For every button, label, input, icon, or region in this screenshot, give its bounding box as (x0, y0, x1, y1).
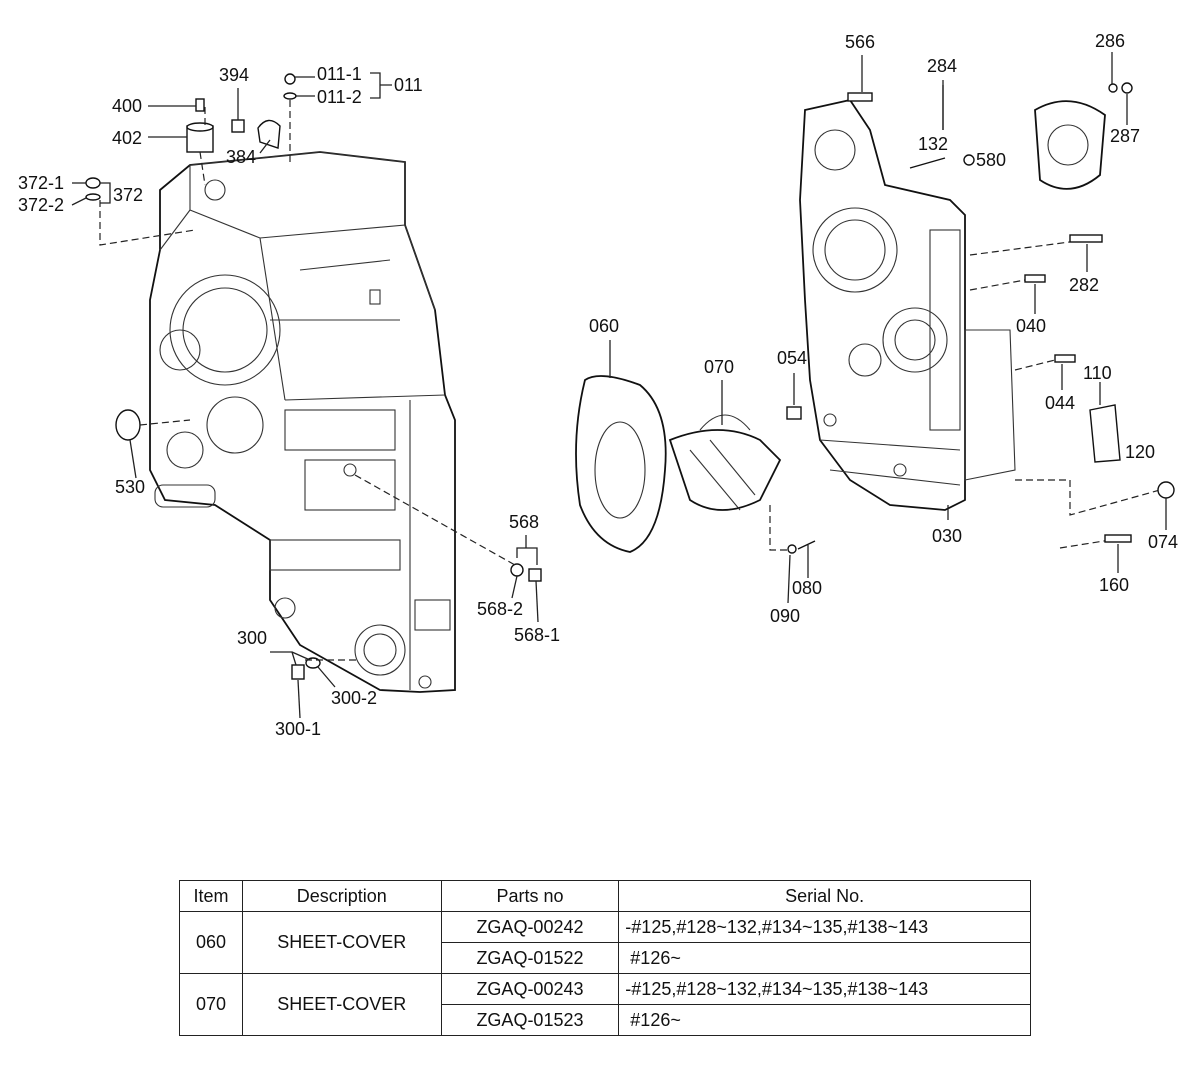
table-row: ZGAQ-01523 #126~ (180, 1004, 1031, 1036)
pump-assembly (1034, 100, 1106, 190)
callout-labels: 566 284 286 287 132 580 282 040 044 110 … (18, 31, 1178, 739)
part-no-cell: ZGAQ-00243 (440, 973, 620, 1005)
callout-372: 372 (113, 185, 143, 205)
serial-cell: -#125,#128~132,#134~135,#138~143 (618, 973, 1031, 1005)
callout-394: 394 (219, 65, 249, 85)
callout-011-1: 011-1 (317, 64, 362, 84)
callout-284: 284 (927, 56, 957, 76)
callout-011-2: 011-2 (317, 87, 362, 107)
description-cell: SHEET-COVER (241, 973, 442, 1036)
exploded-parts-diagram: 566 284 286 287 132 580 282 040 044 110 … (18, 31, 1178, 739)
callout-300-2: 300-2 (331, 688, 377, 708)
gasket-110 (1089, 404, 1121, 463)
transmission-cover-030 (799, 98, 1161, 549)
callout-568: 568 (509, 512, 539, 532)
plug-074 (1157, 481, 1175, 499)
callout-400: 400 (112, 96, 142, 116)
item-cell: 060 (179, 911, 243, 974)
plug-011-1 (284, 73, 296, 85)
callout-060: 060 (589, 316, 619, 336)
callout-040: 040 (1016, 316, 1046, 336)
washer-011-2 (283, 92, 297, 100)
callout-160: 160 (1099, 575, 1129, 595)
plug-580 (963, 154, 975, 166)
bolt-160 (1104, 534, 1132, 543)
bushing-054 (786, 406, 802, 420)
table-row: 060 SHEET-COVER ZGAQ-00242 -#125,#128~13… (179, 911, 1031, 974)
callout-282: 282 (1069, 275, 1099, 295)
table-row: ZGAQ-01522 #126~ (180, 942, 1031, 974)
header-parts-no: Parts no (440, 880, 620, 912)
bolt-132 (909, 157, 946, 169)
bolt-040 (1024, 274, 1046, 283)
callout-054: 054 (777, 348, 807, 368)
serial-cell: #126~ (618, 1004, 1031, 1036)
callout-090: 090 (770, 606, 800, 626)
pin-400 (195, 98, 205, 112)
washer-090 (787, 544, 797, 554)
table-header-row: Item Description Parts no Serial No. (179, 880, 1031, 912)
description-cell: SHEET-COVER (241, 911, 442, 974)
header-description: Description (241, 880, 442, 912)
part-no-cell: ZGAQ-00242 (440, 911, 620, 943)
callout-120: 120 (1125, 442, 1155, 462)
right-small-parts (847, 52, 1175, 573)
callout-132: 132 (918, 134, 948, 154)
bracket-384 (257, 119, 281, 149)
middle-parts (575, 340, 816, 604)
left-leader-lines (71, 72, 539, 719)
bolt-080 (797, 540, 816, 550)
callout-300-1: 300-1 (275, 719, 321, 739)
sheet-cover-060 (575, 375, 667, 553)
callout-286: 286 (1095, 31, 1125, 51)
callout-530: 530 (115, 477, 145, 497)
serial-cell: #126~ (618, 942, 1031, 974)
bolt-044 (1054, 354, 1076, 363)
callout-110: 110 (1083, 363, 1112, 383)
pin-566 (847, 92, 873, 102)
washer-568-2 (510, 563, 524, 577)
header-serial-no: Serial No. (618, 880, 1031, 912)
callout-044: 044 (1045, 393, 1075, 413)
plug-394 (231, 119, 245, 133)
callout-287: 287 (1110, 126, 1140, 146)
washer-287 (1121, 82, 1133, 94)
callout-070: 070 (704, 357, 734, 377)
bolt-282 (1069, 234, 1103, 243)
callout-080: 080 (792, 578, 822, 598)
callout-402: 402 (112, 128, 142, 148)
plug-372-1 (85, 177, 101, 189)
washer-372-2 (85, 193, 101, 201)
callout-568-1: 568-1 (514, 625, 560, 645)
callout-568-2: 568-2 (477, 599, 523, 619)
callout-300: 300 (237, 628, 267, 648)
callout-566: 566 (845, 32, 875, 52)
parts-table: Item Description Parts no Serial No. 060… (179, 880, 1031, 1036)
sheet-cover-070 (668, 429, 782, 511)
plug-568-1 (528, 568, 542, 582)
part-no-cell: ZGAQ-01522 (440, 942, 620, 974)
part-no-cell: ZGAQ-01523 (440, 1004, 620, 1036)
callout-074: 074 (1148, 532, 1178, 552)
callout-384: 384 (226, 147, 256, 167)
item-cell: 070 (179, 973, 243, 1036)
callout-372-1: 372-1 (18, 173, 64, 193)
header-item: Item (179, 880, 243, 912)
callout-030: 030 (932, 526, 962, 546)
o-ring-530 (115, 409, 141, 441)
serial-cell: -#125,#128~132,#134~135,#138~143 (618, 911, 1031, 943)
callout-372-2: 372-2 (18, 195, 64, 215)
plug-300-1 (291, 664, 305, 680)
bolt-286 (1108, 83, 1118, 93)
transmission-housing-left (149, 151, 456, 693)
table-row: 070 SHEET-COVER ZGAQ-00243 -#125,#128~13… (179, 973, 1031, 1036)
callout-580: 580 (976, 150, 1006, 170)
callout-011: 011 (394, 75, 423, 95)
